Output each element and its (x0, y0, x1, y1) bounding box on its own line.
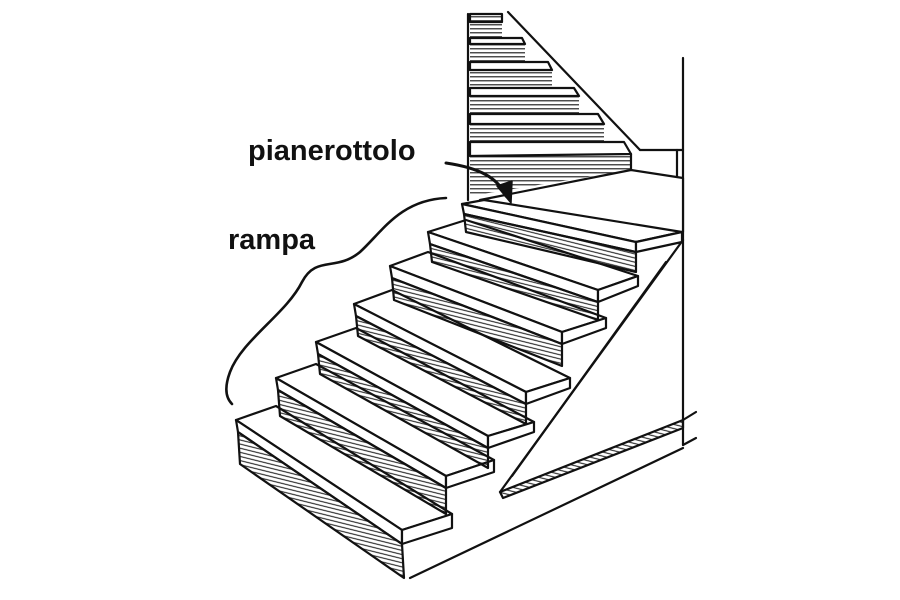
baseboard (498, 418, 685, 500)
flight-bracket-curve (225, 196, 448, 406)
lower-stringer-inner-line (510, 260, 668, 478)
flight-label: rampa (228, 224, 316, 256)
upper-stringer-line (506, 10, 642, 152)
landing-label: pianerottolo (248, 135, 416, 167)
lower-flight-steps (234, 198, 684, 580)
floor-line (408, 446, 685, 580)
upper-flight-steps (468, 12, 633, 196)
landing-arrowhead (496, 180, 513, 204)
